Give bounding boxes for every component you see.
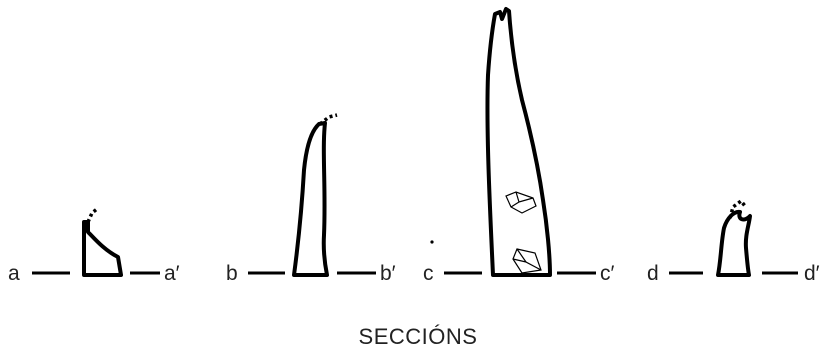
section-b-end-label: b′ [380,262,396,285]
section-d-start-label: d [647,262,659,285]
section-d: d d′ [647,198,820,285]
diagram-caption: SECCIÓNS [359,324,478,349]
section-c-end-label: c′ [600,262,615,285]
section-b: b b′ [226,113,396,285]
section-a-broken-top [86,207,99,223]
section-c-outline [485,7,552,277]
section-a-end-label: a′ [164,262,180,285]
section-a: a a′ [8,207,180,285]
section-a-outline [82,220,123,277]
section-b-outline [292,121,329,277]
section-c-start-label: c [423,262,434,285]
section-d-end-label: d′ [804,262,820,285]
section-b-broken-top [318,113,338,126]
section-c-inclusion-upper [505,191,537,214]
section-d-outline [716,209,752,277]
section-c-speck [430,240,434,244]
section-b-start-label: b [226,262,238,285]
section-c: c c′ [423,7,615,285]
section-d-broken-top [728,198,747,219]
section-a-start-label: a [8,262,20,285]
section-c-inclusion-lower [512,248,542,274]
